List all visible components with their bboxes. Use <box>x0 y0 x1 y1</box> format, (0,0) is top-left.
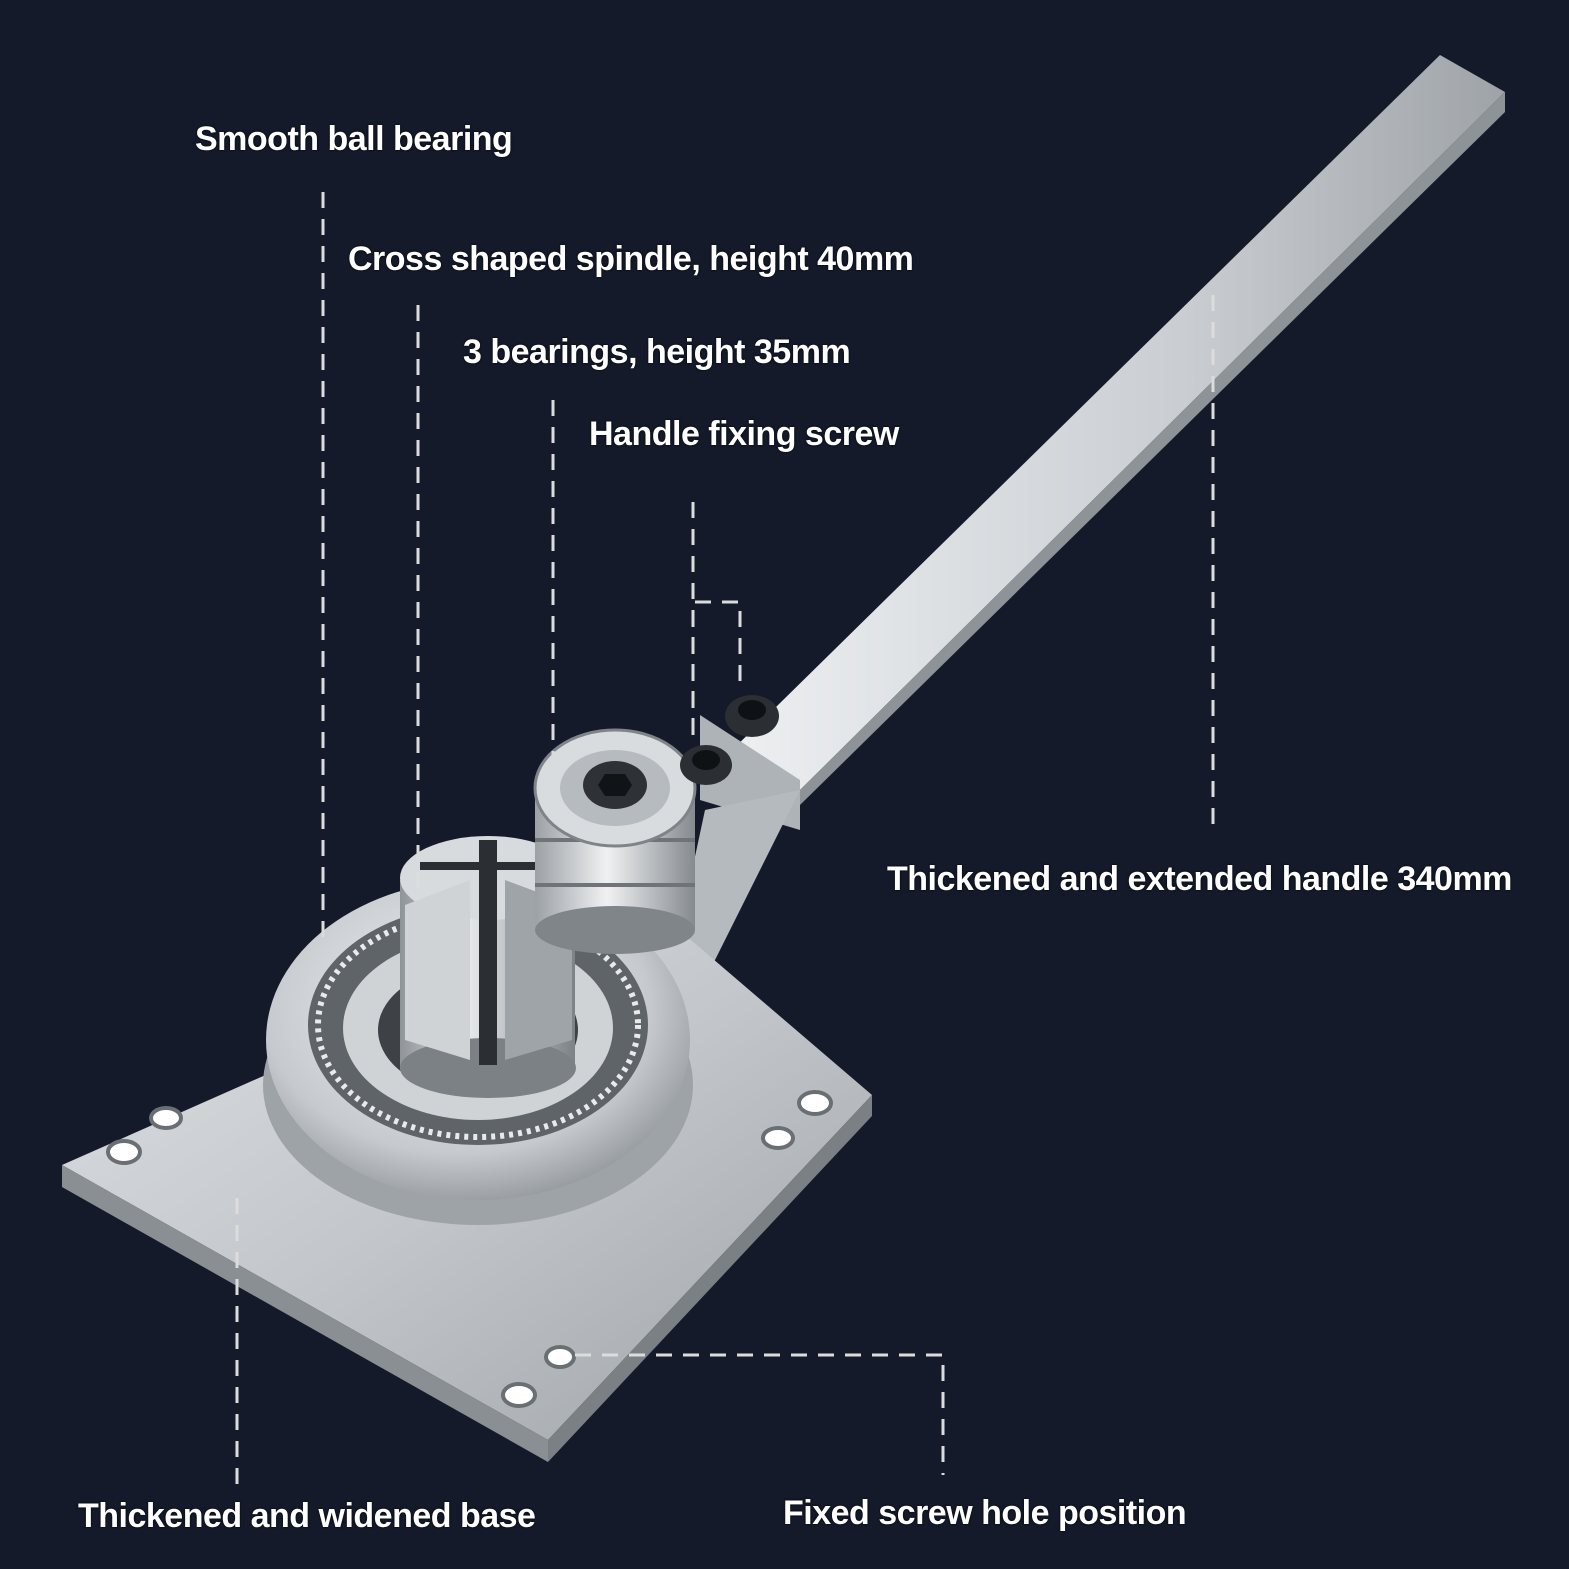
mounting-holes <box>106 1090 833 1408</box>
screw-hole-icon <box>149 1106 183 1130</box>
screw-hole-icon <box>761 1126 795 1150</box>
handle-fixing-screws <box>680 695 779 785</box>
label-base: Thickened and widened base <box>78 1497 536 1535</box>
screw-hole-icon <box>501 1382 537 1408</box>
screw-hole-icon <box>544 1345 576 1369</box>
label-bearings: 3 bearings, height 35mm <box>463 333 851 371</box>
screw-hole-icon <box>797 1090 833 1116</box>
screw-hole-icon <box>106 1139 142 1165</box>
leader-lines <box>235 192 1215 1485</box>
cross-spindle <box>400 836 576 1098</box>
three-bearings <box>533 728 697 954</box>
label-spindle: Cross shaped spindle, height 40mm <box>348 240 914 278</box>
label-fixing-screw: Handle fixing screw <box>589 415 899 453</box>
leader-line-screw-hole <box>575 1353 945 1475</box>
label-handle: Thickened and extended handle 340mm <box>887 860 1512 898</box>
label-ball-bearing: Smooth ball bearing <box>195 120 513 158</box>
label-screw-hole: Fixed screw hole position <box>783 1494 1187 1532</box>
